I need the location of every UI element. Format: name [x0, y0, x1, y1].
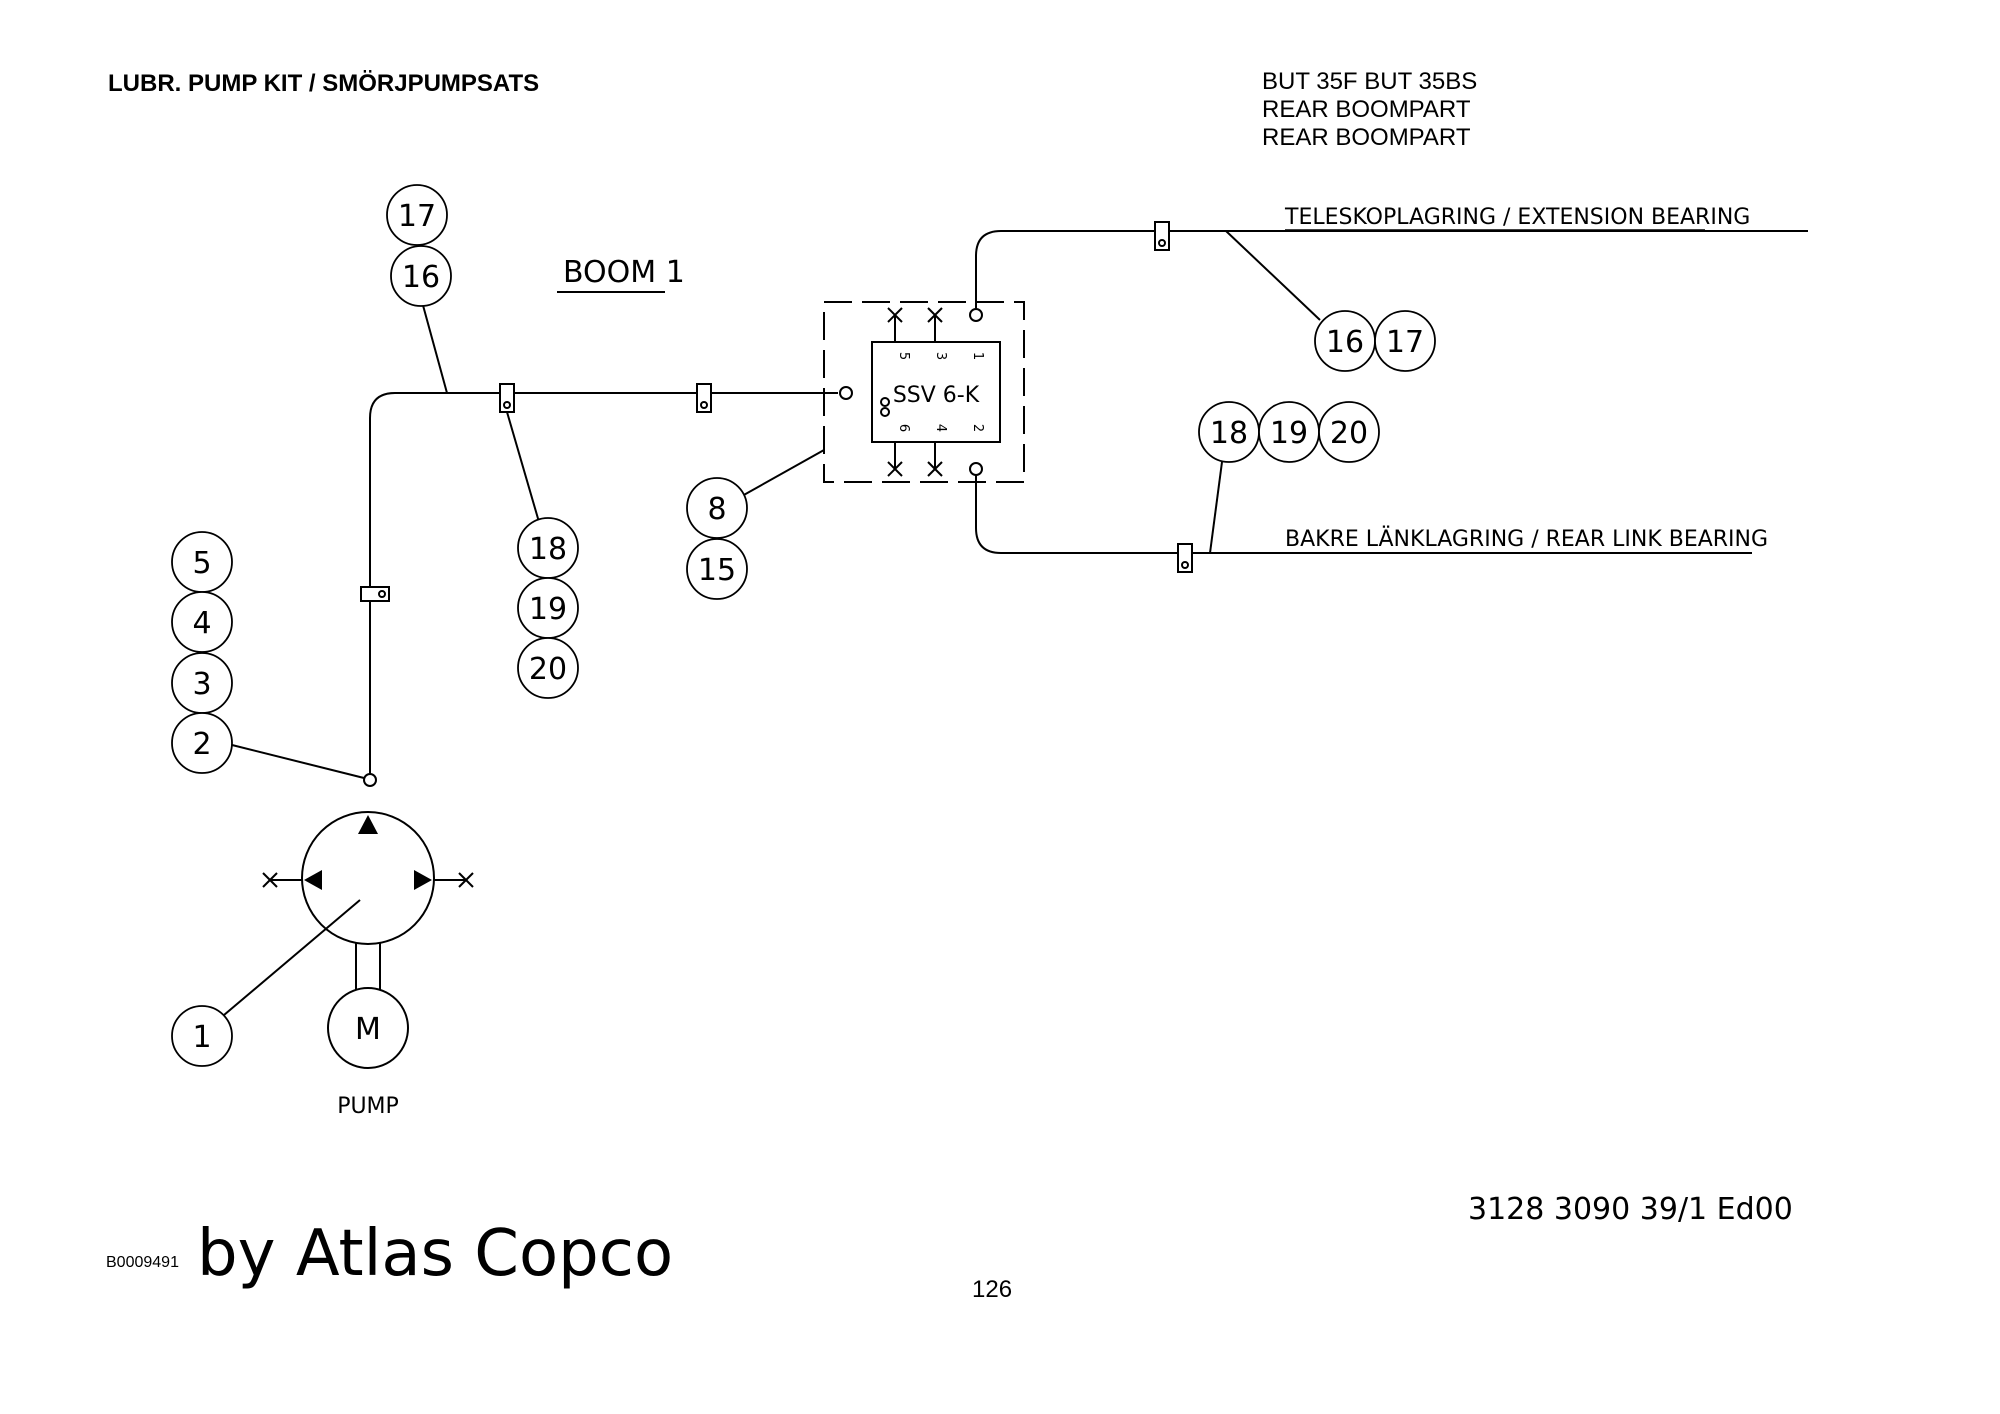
callout-number: 18 [529, 532, 567, 567]
callout-bubble: 4 [171, 591, 233, 653]
brand-text: by Atlas Copco [197, 1217, 674, 1291]
plugged-port-icon [880, 407, 890, 417]
valve-port-label: 6 [896, 424, 911, 432]
callout-bubble: 2 [171, 712, 233, 774]
page-title: LUBR. PUMP KIT / SMÖRJPUMPSATS [108, 70, 540, 97]
pump-outlet-arrow-icon [358, 815, 378, 834]
callout-number: 4 [192, 606, 211, 641]
callout-bubble: 18 [1198, 401, 1260, 463]
callout-bubble: 1 [171, 1005, 233, 1067]
plugged-outlet-icon [887, 307, 943, 342]
valve-outlet-port [969, 462, 983, 476]
document-number: 3128 3090 39/1 Ed00 [1468, 1192, 1793, 1227]
valve-port-label: 2 [970, 424, 985, 432]
pump-symbol [301, 811, 435, 945]
hose-clamp-icon [696, 383, 712, 413]
callout-number: 18 [1210, 416, 1248, 451]
valve-port-label: 4 [933, 424, 948, 432]
callout-bubble: 3 [171, 652, 233, 714]
callout-number: 2 [192, 727, 211, 762]
leader-line-18-19-20-right [1209, 461, 1223, 554]
motor-symbol [327, 987, 409, 1069]
callout-number: 17 [398, 199, 436, 234]
model-line-2: REAR BOOMPART [1262, 96, 1471, 123]
leader-line-18-19-20 [506, 411, 540, 523]
main-supply-line [369, 392, 838, 780]
leader-line-16-17 [420, 297, 448, 394]
leader-line-16-17-right [1225, 230, 1321, 321]
pump-outlet-arrow-icon [304, 870, 322, 890]
pump-label: PUMP [337, 1094, 399, 1119]
callout-number: 17 [1386, 325, 1424, 360]
leader-line-8-15 [741, 449, 825, 497]
callout-bubble: 17 [386, 184, 448, 246]
callout-number: 15 [698, 553, 736, 588]
valve-enclosure [823, 301, 1025, 483]
pump-outlet-port [363, 773, 377, 787]
model-line-3: REAR BOOMPART [1262, 124, 1471, 151]
page-number: 126 [972, 1276, 1013, 1303]
valve-inlet-port [839, 386, 853, 400]
callout-number: 3 [192, 667, 211, 702]
hose-clamp-icon [1177, 543, 1193, 573]
callout-number: 20 [1330, 416, 1368, 451]
callout-number: 20 [529, 652, 567, 687]
callout-bubble: 19 [517, 577, 579, 639]
valve-outlet-port [969, 308, 983, 322]
plugged-outlet-icon [887, 442, 943, 477]
hose-clamp-icon [360, 586, 390, 602]
extension-bearing-line [975, 230, 1808, 309]
plug-x-icon [262, 872, 278, 888]
plugged-port-icon [880, 397, 890, 407]
hose-clamp-icon [499, 383, 515, 413]
model-line-1: BUT 35F BUT 35BS [1262, 68, 1478, 95]
plug-x-icon [458, 872, 474, 888]
pump-outlet-arrow-icon [414, 870, 432, 890]
callout-number: 5 [192, 546, 211, 581]
motor-label: M [355, 1012, 381, 1047]
callout-bubble: 16 [390, 245, 452, 307]
callout-bubble: 5 [171, 531, 233, 593]
boom-label: BOOM 1 [563, 255, 685, 290]
callout-number: 16 [402, 260, 440, 295]
valve-port-label: 5 [896, 352, 911, 360]
callout-number: 16 [1326, 325, 1364, 360]
callout-bubble: 8 [686, 477, 748, 539]
leader-line-1 [223, 899, 361, 1016]
rear-link-bearing-line [975, 475, 1752, 554]
callout-bubble: 19 [1258, 401, 1320, 463]
valve-port-label: 1 [970, 352, 985, 360]
extension-bearing-label: TELESKOPLAGRING / EXTENSION BEARING [1284, 205, 1750, 230]
callout-number: 1 [192, 1020, 211, 1055]
hose-clamp-icon [1154, 221, 1170, 251]
valve-port-label: 3 [933, 352, 948, 360]
callout-bubble: 20 [517, 637, 579, 699]
valve-label: SSV 6-K [893, 383, 980, 408]
leader-line-2 [231, 744, 365, 779]
callout-number: 19 [1270, 416, 1308, 451]
callout-number: 8 [707, 492, 726, 527]
callout-number: 19 [529, 592, 567, 627]
callout-bubble: 17 [1374, 310, 1436, 372]
callout-bubble: 15 [686, 538, 748, 600]
callout-bubble: 16 [1314, 310, 1376, 372]
rear-link-bearing-label: BAKRE LÄNKLAGRING / REAR LINK BEARING [1285, 526, 1768, 552]
callout-bubble: 20 [1318, 401, 1380, 463]
callout-bubble: 18 [517, 517, 579, 579]
image-code: B0009491 [106, 1254, 179, 1271]
